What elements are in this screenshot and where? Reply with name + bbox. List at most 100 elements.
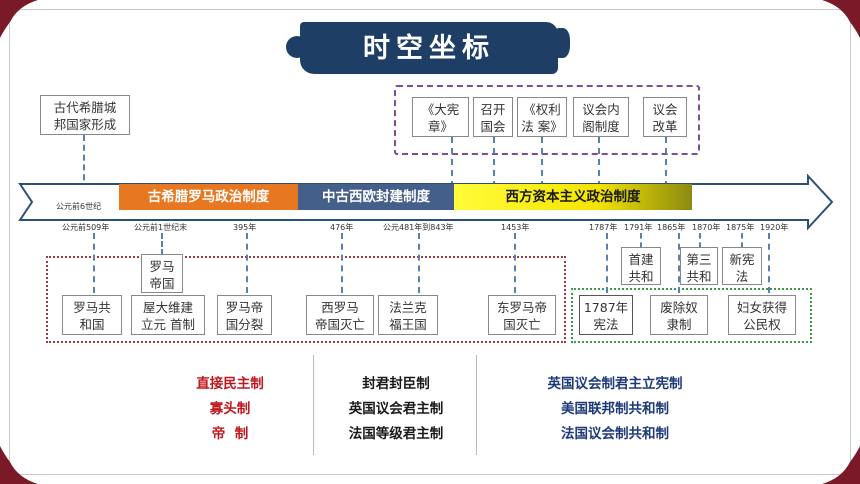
- summary-item: 美国联邦制共和制: [561, 401, 669, 417]
- event-text-line: 妇女获得: [736, 300, 787, 315]
- event-text-line: 西罗马: [321, 300, 359, 315]
- event-text-line: 《权利: [523, 102, 561, 117]
- event-1787-constitution: 1787年 宪法: [579, 295, 633, 335]
- event-text-line: 共和: [686, 269, 712, 284]
- connector-line: [93, 233, 95, 293]
- event-text-line: 国会: [480, 119, 506, 134]
- connector-line: [514, 233, 516, 293]
- page-title: 时空坐标: [363, 33, 495, 64]
- event-text-line: 宪法: [593, 317, 619, 332]
- event-abolish-slavery: 废除奴 隶制: [650, 295, 708, 335]
- corner-top-right: [822, 0, 860, 38]
- event-new-constitution: 新宪 法: [722, 247, 762, 285]
- event-greek-city-states: 古代希腊城 邦国家形成: [40, 95, 130, 135]
- event-eastern-rome-fall: 东罗马帝 国灭亡: [488, 295, 556, 335]
- event-text-line: 邦国家形成: [53, 117, 117, 132]
- column-separator: [476, 355, 477, 455]
- event-text-line: 改革: [652, 119, 678, 134]
- date-label: 1453年: [501, 223, 530, 232]
- event-text-line: 议会内: [582, 102, 620, 117]
- event-first-republic: 首建 共和: [621, 247, 661, 285]
- event-text-line: 古代希腊城: [53, 100, 117, 115]
- event-text-line: 罗马帝: [225, 300, 264, 315]
- connector-line: [541, 137, 543, 187]
- event-text-line: 阁制度: [582, 119, 620, 134]
- connector-line: [161, 233, 163, 255]
- title-brush-background: [286, 22, 570, 74]
- corner-top-left: [0, 0, 38, 38]
- event-text-line: 法 案》: [521, 119, 563, 134]
- summary-item: 英国议会制君主立宪制: [547, 376, 683, 392]
- event-roman-empire: 罗马 帝国: [141, 254, 183, 293]
- event-text-line: 帝国灭亡: [314, 317, 365, 332]
- event-text-line: 国灭亡: [503, 317, 541, 332]
- group-box-ancient-medieval: [46, 256, 566, 343]
- summary-item: 直接民主制: [196, 376, 264, 392]
- date-label: 公元前1世纪末: [134, 223, 188, 232]
- event-parliament-convened: 召开 国会: [473, 97, 513, 137]
- event-text-line: 1787年: [583, 300, 629, 315]
- date-label: 1787年: [589, 223, 618, 232]
- connector-line: [418, 233, 420, 293]
- connector-line: [246, 233, 248, 293]
- connector-line: [451, 137, 453, 187]
- event-text-line: 《大宪: [421, 102, 460, 117]
- summary-column-medieval: 封君封臣制 英国议会君主制 法国等级君主制: [318, 372, 474, 447]
- event-text-line: 首建: [628, 252, 654, 267]
- event-text-line: 罗马: [149, 259, 175, 274]
- connector-line: [83, 135, 85, 190]
- summary-item: 封君封臣制: [362, 376, 430, 392]
- corner-bottom-right: [822, 446, 860, 484]
- date-label: 1875年: [726, 223, 755, 232]
- date-label: 公元前6世纪: [56, 202, 102, 211]
- event-text-line: 议会: [652, 102, 678, 117]
- date-label: 1865年: [657, 223, 686, 232]
- event-roman-republic: 罗马共 和国: [62, 295, 122, 335]
- event-text-line: 和国: [79, 317, 105, 332]
- event-roman-empire-split: 罗马帝 国分裂: [217, 295, 272, 335]
- event-text-line: 福王国: [389, 317, 427, 332]
- event-text-line: 公民权: [743, 317, 781, 332]
- event-text-line: 隶制: [666, 317, 692, 332]
- connector-line: [640, 233, 642, 248]
- connector-line: [665, 137, 667, 187]
- era-capitalist: 西方资本主义政治制度: [454, 184, 692, 210]
- date-label: 公元前509年: [62, 223, 110, 232]
- connector-line: [606, 233, 608, 293]
- event-text-line: 立元 首制: [141, 317, 195, 332]
- event-third-republic: 第三 共和: [680, 247, 718, 285]
- event-text-line: 共和: [628, 269, 654, 284]
- event-text-line: 国分裂: [225, 317, 264, 332]
- summary-column-modern: 英国议会制君主立宪制 美国联邦制共和制 法国议会制共和制: [510, 372, 720, 447]
- event-women-suffrage: 妇女获得 公民权: [728, 295, 796, 335]
- connector-line: [493, 137, 495, 187]
- connector-line: [678, 233, 680, 293]
- event-text-line: 废除奴: [660, 300, 698, 315]
- summary-item: 法国等级君主制: [348, 426, 444, 442]
- summary-item: 帝 制: [211, 426, 249, 442]
- connector-line: [341, 233, 343, 293]
- event-text-line: 法兰克: [389, 300, 427, 315]
- date-label: 395年: [233, 223, 257, 232]
- event-text-line: 新宪: [729, 252, 755, 267]
- group-box-modern-britain: [394, 85, 700, 155]
- summary-item: 英国议会君主制: [348, 401, 444, 417]
- date-label: 1791年: [624, 223, 653, 232]
- event-text-line: 召开: [480, 102, 506, 117]
- event-parliamentary-reform: 议会 改革: [643, 97, 687, 137]
- event-magna-carta: 《大宪 章》: [412, 97, 469, 137]
- event-bill-of-rights: 《权利 法 案》: [517, 97, 567, 137]
- event-octavian-principate: 屋大维建 立元 首制: [131, 295, 205, 335]
- event-text-line: 罗马共: [73, 300, 111, 315]
- event-text-line: 章》: [427, 119, 453, 134]
- era-greek-roman: 古希腊罗马政治制度: [119, 184, 298, 210]
- slide-frame: [9, 9, 851, 475]
- corner-bottom-left: [0, 446, 38, 484]
- event-text-line: 第三: [686, 252, 712, 267]
- connector-line: [699, 233, 701, 248]
- date-label: 1870年: [692, 223, 721, 232]
- event-cabinet-system: 议会内 阁制度: [573, 97, 629, 137]
- event-text-line: 东罗马帝: [496, 300, 547, 315]
- column-separator: [313, 355, 314, 455]
